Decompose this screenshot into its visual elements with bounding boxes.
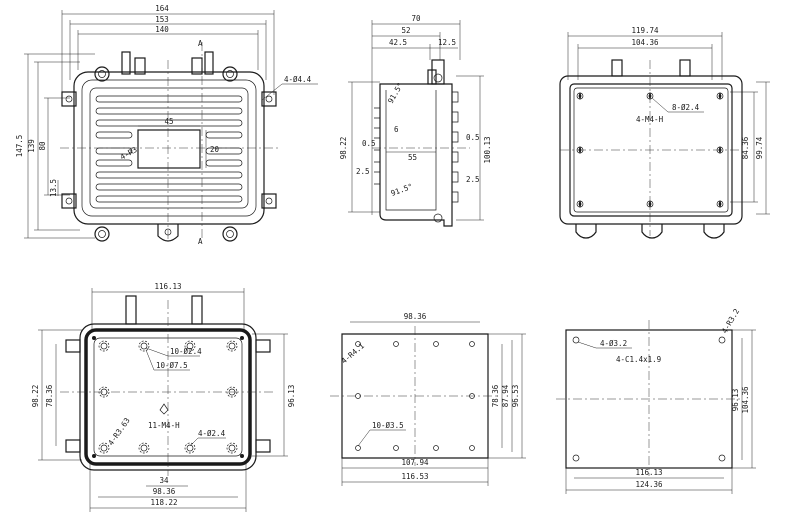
- dim-98-w: 98.36: [153, 487, 176, 496]
- dim-lid-104: 104.36: [741, 386, 750, 414]
- section-mark-bottom: A: [198, 237, 203, 246]
- dim-116: 116.13: [154, 282, 181, 291]
- dim-plate-96: 96.53: [511, 385, 520, 408]
- dim-plate-116: 116.53: [401, 472, 428, 481]
- dim-2-5-left: 2.5: [356, 167, 370, 176]
- dim-140: 140: [155, 25, 169, 34]
- dim-104: 104.36: [631, 38, 659, 47]
- dim-70: 70: [411, 14, 421, 23]
- angle-bottom: 91.5°: [390, 182, 414, 198]
- section-view: 70 52 42.5 12.5 98.22 100.13 55 6 0.5 0.…: [339, 14, 492, 227]
- dim-80: 80: [38, 141, 47, 151]
- bottom-view: 116.13 34 98.36 118.22 98.22 78.36 96.13: [31, 282, 296, 512]
- dim-98: 98.22: [339, 137, 348, 160]
- dim-20: 20: [210, 145, 220, 154]
- dim-42: 42.5: [389, 38, 407, 47]
- plate-view: 98.36 107.94 116.53 78.36 87.94 96.53 4-…: [330, 312, 526, 486]
- dim-2-5-right: 2.5: [466, 175, 480, 184]
- dim-164: 164: [155, 4, 169, 13]
- callout-bottom-c1: 10-Ø2.4: [170, 347, 202, 356]
- dim-100: 100.13: [483, 136, 492, 163]
- dim-12: 12.5: [438, 38, 456, 47]
- dim-13: 13.5: [49, 179, 58, 197]
- dim-55: 55: [408, 153, 417, 162]
- dim-0-5-left: 0.5: [362, 139, 376, 148]
- dim-lid-96: 96.13: [731, 389, 740, 412]
- callout-front-holes: 8-Ø2.4: [672, 103, 700, 112]
- front-view: 119.74 104.36 84.36 99.74 8-Ø2.4: [559, 26, 770, 239]
- dim-118: 118.22: [150, 498, 177, 507]
- dim-45: 45: [164, 117, 173, 126]
- dim-78: 78.36: [45, 384, 54, 407]
- callout-holes: 4-Ø4.4: [284, 75, 312, 84]
- dim-153: 153: [155, 15, 169, 24]
- dim-99: 99.74: [755, 136, 764, 159]
- dim-147: 147.5: [15, 135, 24, 158]
- dim-0-5-right: 0.5: [466, 133, 480, 142]
- callout-bottom-c5: 11-M4-H: [148, 421, 180, 430]
- callout-bottom-c3: 4-R3.63: [106, 416, 132, 447]
- lid-view: 116.13 124.36 96.13 104.36 4-Ø3.2 4-C1.4…: [556, 307, 756, 494]
- dim-119: 119.74: [631, 26, 659, 35]
- callout-lid-r: 4-R3.2: [720, 307, 741, 335]
- dim-52: 52: [401, 26, 410, 35]
- dim-plate-87: 87.94: [501, 384, 510, 407]
- dim-34: 34: [159, 476, 169, 485]
- callout-lid-chamfer: 4-C1.4x1.9: [616, 355, 661, 364]
- callout-lid-holes: 4-Ø3.2: [600, 339, 627, 348]
- callout-plate-r: 4-R4.1: [340, 341, 367, 365]
- dim-139: 139: [27, 139, 36, 153]
- callout-bottom-c4: 4-Ø2.4: [198, 429, 226, 438]
- callout-plate-holes: 10-Ø3.5: [372, 421, 404, 430]
- dim-plate-98: 98.36: [404, 312, 427, 321]
- section-mark-top: A: [198, 39, 203, 48]
- top-view: 164 153 140 147.5 139 80 13.5: [15, 4, 318, 246]
- dim-84: 84.36: [741, 136, 750, 159]
- callout-radius: 4-R3: [119, 145, 139, 162]
- dim-6: 6: [394, 125, 399, 134]
- callout-bottom-c2: 10-Ø7.5: [156, 361, 188, 370]
- dim-lid-124: 124.36: [635, 480, 663, 489]
- dim-96: 96.13: [287, 385, 296, 408]
- dim-98-h: 98.22: [31, 385, 40, 408]
- callout-front-thread: 4-M4-H: [636, 115, 664, 124]
- dim-lid-116: 116.13: [635, 468, 662, 477]
